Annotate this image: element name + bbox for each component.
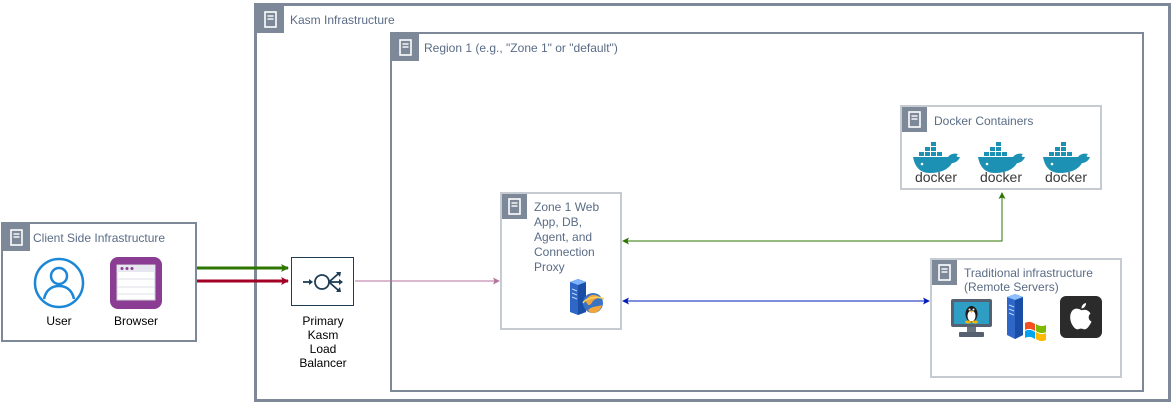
docker-logo-icon: docker xyxy=(908,140,964,185)
user-label: User xyxy=(46,314,72,328)
client-side-group: Client Side Infrastructure xyxy=(1,222,197,342)
region-title: Region 1 (e.g., "Zone 1" or "default") xyxy=(424,41,618,55)
docker-wordmark: docker xyxy=(915,169,957,184)
load-balancer-label: Primary Kasm Load Balancer xyxy=(299,314,347,370)
browser-icon xyxy=(110,257,162,309)
server-group-icon xyxy=(3,224,30,251)
traditional-infrastructure-title: Traditional infrastructure (Remote Serve… xyxy=(964,266,1093,294)
server-group-icon xyxy=(502,194,527,219)
browser-label: Browser xyxy=(113,314,158,328)
zone-to-docker-arrow xyxy=(622,192,1006,245)
user-icon xyxy=(33,257,85,309)
kasm-infrastructure-title: Kasm Infrastructure xyxy=(290,13,395,27)
server-group-icon xyxy=(257,6,284,33)
docker-wordmark: docker xyxy=(980,169,1022,184)
server-group-icon xyxy=(392,34,419,61)
docker-wordmark: docker xyxy=(1045,169,1087,184)
client-side-title: Client Side Infrastructure xyxy=(33,231,166,245)
linux-monitor-icon xyxy=(949,297,994,339)
web-server-icon xyxy=(566,279,606,315)
docker-logo-icon: docker xyxy=(1038,140,1094,185)
apple-icon xyxy=(1060,296,1102,338)
server-group-icon xyxy=(932,260,957,285)
zone-title: Zone 1 Web App, DB, Agent, and Connectio… xyxy=(534,200,600,274)
windows-server-icon xyxy=(1004,293,1048,342)
docker-containers-title: Docker Containers xyxy=(934,114,1034,128)
server-group-icon xyxy=(902,107,927,132)
docker-logo-icon: docker xyxy=(973,140,1029,185)
load-balancer-icon xyxy=(291,257,354,306)
